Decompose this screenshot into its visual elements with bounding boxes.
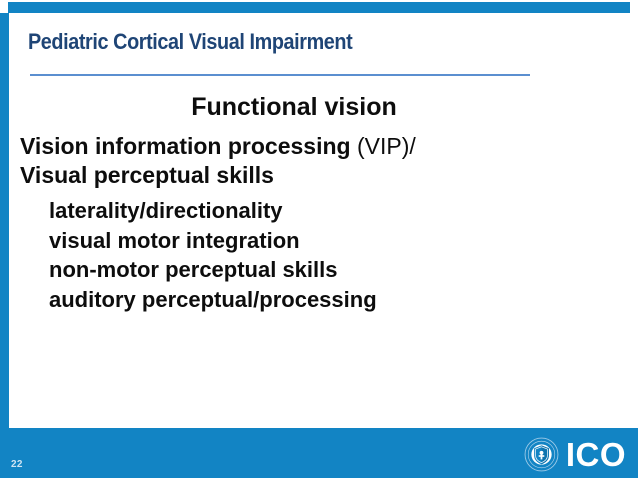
list-item: non-motor perceptual skills [49, 257, 338, 283]
title-divider-rule [30, 74, 530, 76]
topic-bold-lead: Vision information processing [20, 133, 357, 160]
left-accent-strip [0, 13, 9, 428]
topic-paragraph: Vision information processing (VIP)/ Visu… [20, 132, 620, 196]
list-item: visual motor integration [49, 227, 300, 253]
section-heading: Functional vision [191, 93, 397, 121]
shield-crest-icon [524, 437, 559, 472]
brand-name: ICO [565, 435, 626, 473]
topic-bold-tail: Visual perceptual skills [20, 162, 274, 189]
slide-body: Functional vision Vision information pro… [0, 92, 638, 314]
top-accent-bar [8, 2, 630, 13]
list-item: laterality/directionality [49, 198, 283, 224]
page-number: 22 [11, 459, 23, 470]
list-item: auditory perceptual/processing [49, 286, 377, 312]
sub-skill-list: laterality/directionality visual motor i… [49, 196, 619, 314]
page-title: Pediatric Cortical Visual Impairment [28, 29, 353, 54]
topic-abbreviation: (VIP)/ [356, 133, 416, 160]
brand-logo: ICO [524, 435, 626, 473]
